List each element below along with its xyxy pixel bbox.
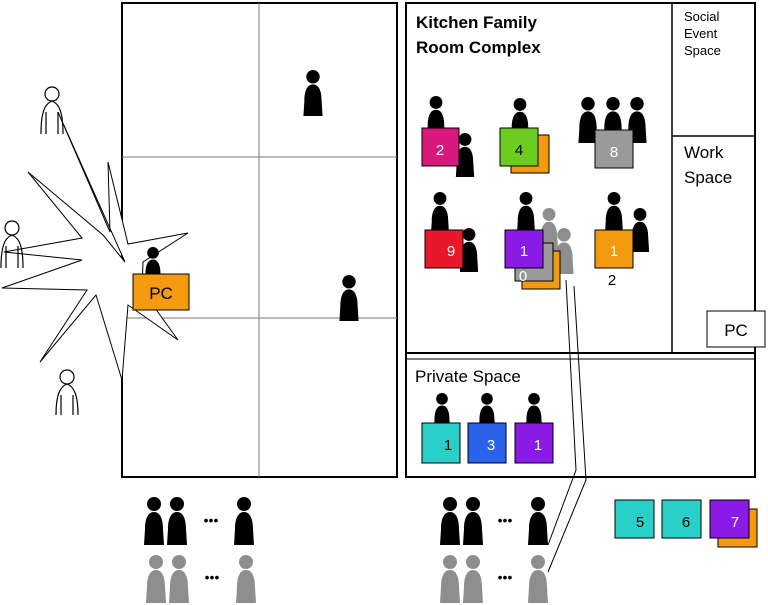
- tile-purple: [709, 499, 750, 539]
- tile-number: 3: [487, 437, 495, 454]
- work-label-line1: Work: [684, 143, 724, 162]
- ellipsis: •••: [498, 512, 513, 528]
- person-icon: [516, 192, 536, 236]
- pc-label-right: PC: [724, 321, 748, 340]
- ellipsis: •••: [498, 569, 513, 585]
- tile-number: 1: [444, 437, 452, 454]
- tile-magenta: [421, 127, 460, 167]
- tile-number: 1: [534, 437, 542, 454]
- person-icon: [234, 497, 254, 545]
- group-tile-8: 8: [578, 97, 647, 169]
- pc-label-left: PC: [149, 284, 173, 303]
- tile-number: 2: [436, 142, 444, 159]
- private-group-1b: 1: [514, 393, 554, 464]
- group-tile-2: 2: [421, 96, 475, 177]
- work-label-line2: Space: [684, 168, 732, 187]
- ellipsis: •••: [204, 512, 219, 528]
- tile-number: 5: [636, 514, 644, 531]
- private-group-3: 3: [467, 393, 507, 464]
- social-label-line1: Social: [684, 9, 720, 24]
- tile-number: 7: [731, 514, 739, 531]
- tile-blue: [467, 422, 507, 464]
- person-icon: [303, 70, 323, 116]
- tile-sub-number: 2: [608, 272, 616, 289]
- tile-number: 6: [682, 514, 690, 531]
- group-tile-1-stack: 0 1: [504, 192, 574, 290]
- connector-line-black: [547, 279, 577, 546]
- loose-tiles: 5 6 7: [614, 499, 758, 548]
- person-outline-icon: [0, 220, 24, 269]
- right-building: Kitchen Family Room Complex Social Event…: [405, 2, 766, 478]
- starburst-shape: [1, 111, 189, 381]
- tile-number: 4: [515, 142, 523, 159]
- pc-box-left: [132, 273, 190, 311]
- crowd-right-gray: •••: [440, 555, 548, 603]
- person-icon: [144, 497, 164, 545]
- tile-number: 9: [447, 243, 455, 260]
- tile-number-back: 0: [519, 268, 527, 285]
- person-gray-icon: [236, 555, 256, 603]
- tile-number: 1: [610, 243, 618, 260]
- private-space-label: Private Space: [415, 367, 521, 386]
- group-tile-4: 4: [499, 98, 550, 174]
- starburst-group: PC: [0, 86, 190, 416]
- tile-green: [499, 127, 539, 167]
- tile-purple: [514, 422, 554, 464]
- tile-teal: [614, 499, 655, 539]
- person-icon: [463, 497, 483, 545]
- social-label-line3: Space: [684, 43, 721, 58]
- person-icon: [440, 497, 460, 545]
- social-label-line2: Event: [684, 26, 718, 41]
- person-gray-icon: [146, 555, 166, 603]
- tile-teal: [661, 499, 702, 539]
- person-icon: [430, 192, 450, 236]
- person-gray-icon: [440, 555, 460, 603]
- crowd-left-black: •••: [144, 497, 254, 545]
- private-group-1: 1: [421, 393, 461, 464]
- right-building-outline: [405, 2, 756, 478]
- crowd-right-black: •••: [440, 497, 548, 545]
- person-outline-icon: [40, 86, 64, 135]
- ellipsis: •••: [205, 569, 220, 585]
- person-icon: [604, 192, 624, 236]
- tile-red: [424, 229, 464, 269]
- tile-purple: [504, 229, 544, 269]
- group-tile-9: 9: [424, 192, 479, 272]
- person-icon: [167, 497, 187, 545]
- person-gray-icon: [528, 555, 548, 603]
- person-gray-icon: [463, 555, 483, 603]
- person-outline-icon: [55, 369, 79, 416]
- group-tile-1-orange: 1 2: [594, 192, 650, 289]
- person-gray-icon: [169, 555, 189, 603]
- tile-number: 8: [610, 144, 618, 161]
- kitchen-title-line2: Room Complex: [416, 38, 541, 57]
- tile-number: 1: [520, 243, 528, 260]
- kitchen-title-line1: Kitchen Family: [416, 13, 537, 32]
- crowd-left-gray: •••: [146, 555, 256, 603]
- person-icon: [630, 208, 650, 252]
- person-icon: [528, 497, 548, 545]
- tile-gray: [594, 129, 634, 169]
- connector-line-gray: [547, 285, 587, 573]
- tile-orange: [594, 229, 634, 269]
- person-icon: [339, 275, 359, 321]
- tile-teal: [421, 422, 461, 464]
- pc-box-right: [706, 310, 766, 348]
